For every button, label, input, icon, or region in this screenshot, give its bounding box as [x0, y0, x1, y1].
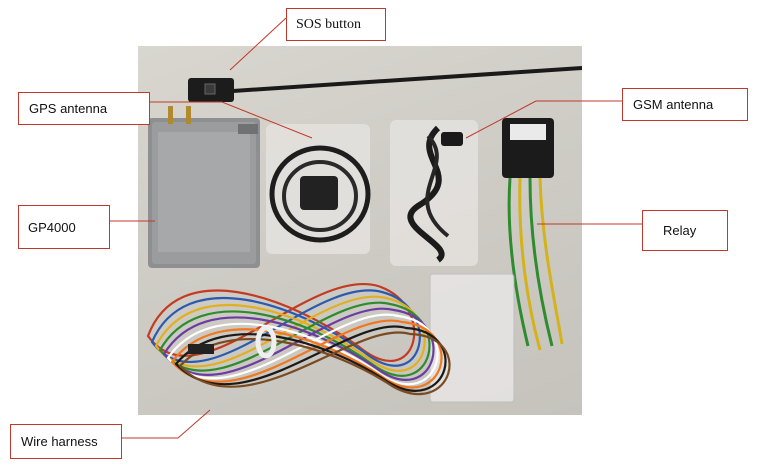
- label-gp4000: GP4000: [18, 205, 110, 249]
- label-gsm-antenna-text: GSM antenna: [633, 97, 714, 112]
- gp4000-device: [148, 106, 260, 268]
- label-sos-button: SOS button: [286, 8, 386, 41]
- label-gps-antenna: GPS antenna: [18, 92, 150, 125]
- wire-harness-bundle: [146, 283, 451, 395]
- label-relay-text: Relay: [663, 223, 697, 238]
- label-sos-button-text: SOS button: [296, 16, 361, 32]
- label-wire-harness-text: Wire harness: [21, 434, 98, 449]
- gsm-antenna-bag: [390, 120, 478, 266]
- label-wire-harness: Wire harness: [10, 424, 122, 459]
- label-gsm-antenna: GSM antenna: [622, 88, 748, 121]
- label-gp4000-text: GP4000: [28, 219, 76, 235]
- gps-antenna-bag: [266, 124, 371, 254]
- product-photo: [138, 46, 582, 415]
- label-relay: Relay: [642, 210, 728, 251]
- product-photo-drawing: [146, 66, 582, 403]
- label-gps-antenna-text: GPS antenna: [29, 101, 108, 116]
